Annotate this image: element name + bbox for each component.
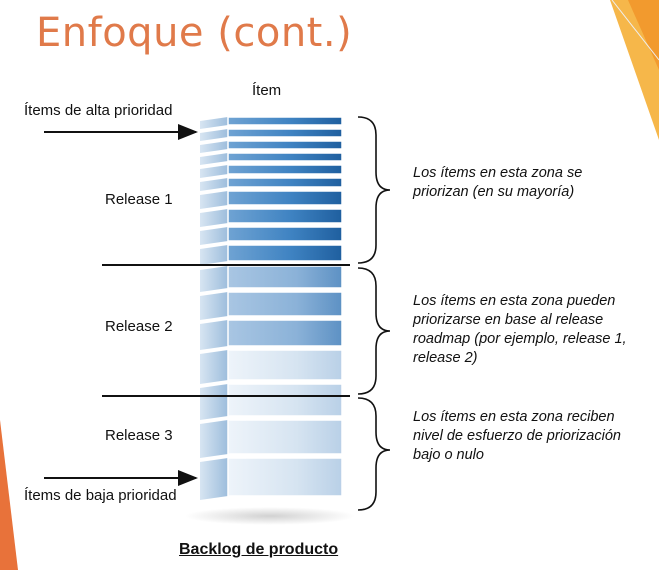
backlog-item-side [200, 266, 228, 292]
zone-3-note: Los ítems en esta zona reciben nivel de … [413, 409, 621, 463]
backlog-items [200, 116, 343, 500]
backlog-item [227, 226, 343, 242]
backlog-item-side [200, 165, 228, 178]
bottom-left-accent [0, 420, 18, 570]
zone-2-note: Los ítems en esta zona pueden priorizars… [413, 293, 627, 366]
backlog-item [227, 116, 343, 126]
backlog-caption: Backlog de producto [179, 541, 339, 558]
backlog-item-side [200, 292, 228, 320]
backlog-item [227, 177, 343, 188]
release-2-label: Release 2 [105, 318, 173, 335]
item-column-header: Ítem [252, 82, 282, 99]
release-1-label: Release 1 [105, 191, 173, 208]
backlog-item-side [200, 209, 228, 227]
backlog-item-side [200, 141, 228, 153]
backlog-item-side [200, 117, 228, 129]
backlog-item-side [200, 320, 228, 350]
backlog-item [227, 244, 343, 262]
backlog-item-side [200, 420, 228, 458]
backlog-item [227, 419, 343, 455]
backlog-item [227, 319, 343, 347]
backlog-item [227, 140, 343, 150]
backlog-item [227, 349, 343, 381]
backlog-item-side [200, 191, 228, 209]
release-3-label: Release 3 [105, 427, 173, 444]
low-priority-label: Ítems de baja prioridad [24, 487, 177, 504]
backlog-item [227, 190, 343, 206]
backlog-item-side [200, 129, 228, 141]
backlog-item [227, 128, 343, 138]
backlog-item-side [200, 245, 228, 265]
backlog-item-side [200, 178, 228, 191]
backlog-item-side [200, 350, 228, 384]
zone-1-note: Los ítems en esta zona se priorizan (en … [413, 165, 583, 200]
top-right-accent-dark [628, 0, 659, 70]
zone-2-brace [357, 267, 391, 395]
backlog-item [227, 164, 343, 175]
backlog-item-side [200, 153, 228, 165]
backlog-item [227, 383, 343, 417]
backlog-item-side [200, 458, 228, 500]
backlog-item [227, 291, 343, 317]
slide-title: Enfoque (cont.) [36, 10, 353, 56]
zone-3-brace [357, 397, 391, 511]
backlog-item [227, 457, 343, 497]
high-priority-label: Ítems de alta prioridad [24, 102, 173, 119]
zone-1-brace [357, 116, 391, 264]
backlog-item [227, 265, 343, 289]
backlog-item [227, 152, 343, 162]
backlog-item [227, 208, 343, 224]
backlog-item-side [200, 227, 228, 245]
backlog-item-side [200, 384, 228, 420]
